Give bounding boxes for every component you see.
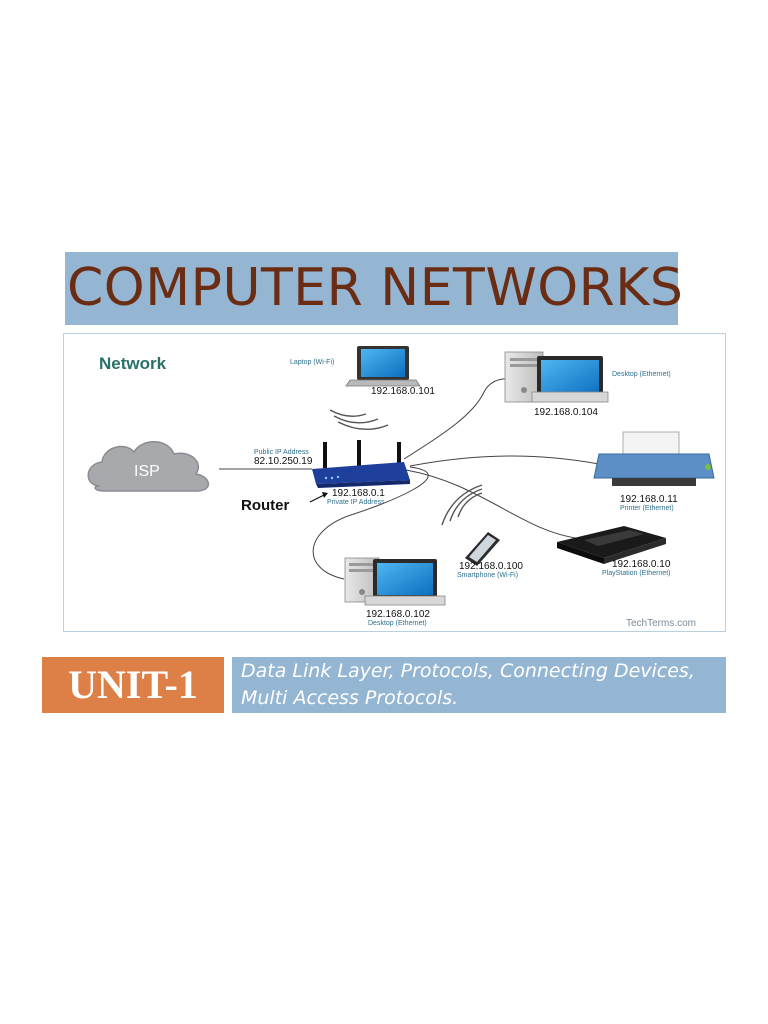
unit-description-line-1: Data Link Layer, Protocols, Connecting D… [241,660,695,682]
wifi-waves-icon [441,484,483,526]
diagram-heading: Network [99,354,167,373]
router-private-ip: 192.168.0.1 [332,488,385,499]
printer-ip: 192.168.0.11 [620,494,678,505]
unit-description-line-2: Multi Access Protocols. [241,687,459,709]
laptop-caption: Laptop (Wi-Fi) [290,359,334,366]
playstation-ip: 192.168.0.10 [612,559,671,570]
router-public-ip: 82.10.250.19 [254,456,313,467]
printer-icon [593,431,715,486]
network-diagram: Network ISP Public IP Address 82.10.250.… [63,333,726,632]
diagram-credit: TechTerms.com [626,618,696,629]
network-diagram-svg: Network ISP Public IP Address 82.10.250.… [87,346,715,629]
page-title: COMPUTER NETWORKS [67,258,684,318]
unit-badge: UNIT-1 [42,657,224,713]
router-label: Router [241,497,289,514]
desktop-bottom-caption: Desktop (Ethernet) [368,620,427,627]
isp-label: ISP [134,463,160,480]
network-cables [219,378,600,580]
unit-description: Data Link Layer, Protocols, Connecting D… [232,657,726,713]
laptop-ip: 192.168.0.101 [371,386,435,397]
playstation-icon [557,526,666,564]
playstation-caption: PlayStation (Ethernet) [602,570,670,577]
cloud-icon [87,441,209,492]
unit-label: UNIT-1 [68,662,198,707]
router-public-caption: Public IP Address [254,449,309,456]
smartphone-caption: Smartphone (Wi-Fi) [457,572,518,579]
router-icon [312,440,410,488]
smartphone-icon [465,532,500,566]
desktop-icon [344,557,446,606]
desktop-top-ip: 192.168.0.104 [534,407,598,418]
printer-caption: Printer (Ethernet) [620,505,674,512]
smartphone-ip: 192.168.0.100 [459,561,523,572]
desktop-icon [504,351,609,403]
wifi-waves-icon [329,409,389,430]
title-banner: COMPUTER NETWORKS [65,252,683,325]
laptop-icon [345,346,421,387]
arrow-head-icon [322,492,328,498]
desktop-bottom-ip: 192.168.0.102 [366,609,430,620]
desktop-top-caption: Desktop (Ethernet) [612,371,671,378]
router-private-caption: Private IP Address [327,499,385,506]
